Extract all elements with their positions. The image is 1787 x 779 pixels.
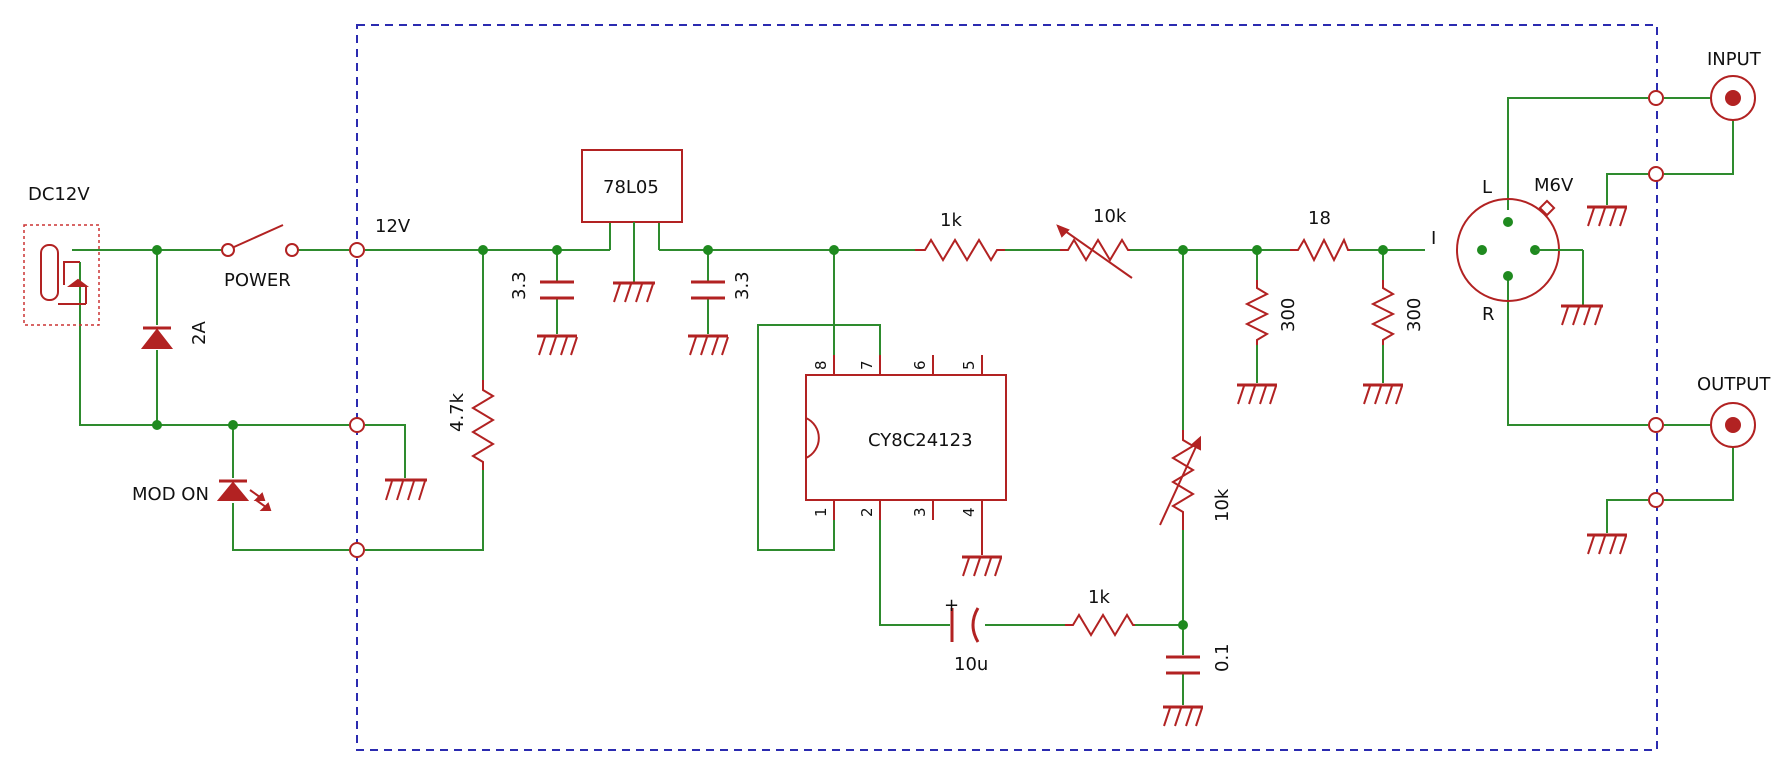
terminal-12v [349, 242, 365, 258]
capacitor-0u1-label: 0.1 [1212, 643, 1233, 672]
capacitor-right-label: 3.3 [732, 271, 753, 300]
ground-300-right [1363, 383, 1403, 405]
output-label: OUTPUT [1697, 374, 1771, 395]
capacitor-3v3-left [537, 280, 578, 356]
ic-pin-5: 5 [960, 360, 978, 370]
variable-resistor-v-label: 10k [1212, 488, 1233, 522]
capacitor-10u [950, 607, 980, 643]
variable-resistor-10k-h [1056, 224, 1133, 279]
dc-jack [23, 224, 100, 326]
capacitor-10u-label: 10u [954, 654, 988, 675]
regulator-label: 78L05 [603, 177, 659, 198]
ic-pin-7: 7 [858, 360, 876, 370]
ic-pin-2: 2 [858, 507, 876, 517]
resistor-300-right [1370, 280, 1396, 345]
enclosure-boundary [356, 24, 1658, 751]
variable-resistor-h-label: 10k [1093, 206, 1127, 227]
ground-symbol [385, 478, 427, 501]
diode-2a [140, 326, 174, 349]
resistor-18-label: 18 [1308, 208, 1331, 229]
ic-pin-4: 4 [960, 507, 978, 517]
m6v-label: M6V [1534, 175, 1574, 196]
m6v-pin-l: L [1482, 177, 1492, 198]
ic-cy8c24123 [805, 355, 1007, 577]
resistor-1k-bottom [1065, 613, 1135, 637]
ic-label: CY8C24123 [868, 430, 973, 451]
m6v-pin-i: I [1431, 228, 1436, 249]
resistor-1k-top-label: 1k [940, 210, 962, 231]
ic-pin-6: 6 [911, 360, 929, 370]
m6v-pin-r: R [1482, 304, 1495, 325]
capacitor-10u-plus: + [944, 595, 959, 616]
ic-pin-3: 3 [911, 507, 929, 517]
power-switch-label: POWER [224, 270, 291, 291]
input-label: INPUT [1707, 49, 1762, 70]
regulator-78l05 [581, 149, 683, 303]
voltage-12v-label: 12V [375, 216, 411, 237]
terminal-ground [349, 417, 365, 433]
led-mod-on [216, 479, 272, 511]
capacitor-0u1 [1163, 655, 1203, 727]
resistor-1k-bottom-label: 1k [1088, 587, 1110, 608]
m6v-connector [1456, 198, 1603, 326]
input-jack [1587, 75, 1756, 227]
dc-input-label: DC12V [28, 184, 90, 205]
ic-pin-8: 8 [812, 360, 830, 370]
diode-2a-label: 2A [189, 321, 210, 345]
resistor-300-left [1244, 280, 1270, 345]
output-jack [1587, 402, 1756, 555]
capacitor-left-label: 3.3 [509, 271, 530, 300]
resistor-1k-top [915, 238, 1005, 262]
led-label: MOD ON [132, 484, 209, 505]
terminal-led [349, 542, 365, 558]
ground-300-left [1237, 383, 1277, 405]
junction-dots [152, 245, 1388, 630]
resistor-4k7 [471, 380, 495, 470]
resistor-300-right-label: 300 [1404, 298, 1425, 332]
capacitor-3v3-right [688, 280, 729, 356]
resistor-18 [1290, 237, 1350, 263]
ic-pin-1: 1 [812, 507, 830, 517]
resistor-300-left-label: 300 [1278, 298, 1299, 332]
resistor-4k7-label: 4.7k [447, 392, 468, 432]
variable-resistor-10k-v [1159, 430, 1201, 530]
power-switch [221, 224, 299, 257]
